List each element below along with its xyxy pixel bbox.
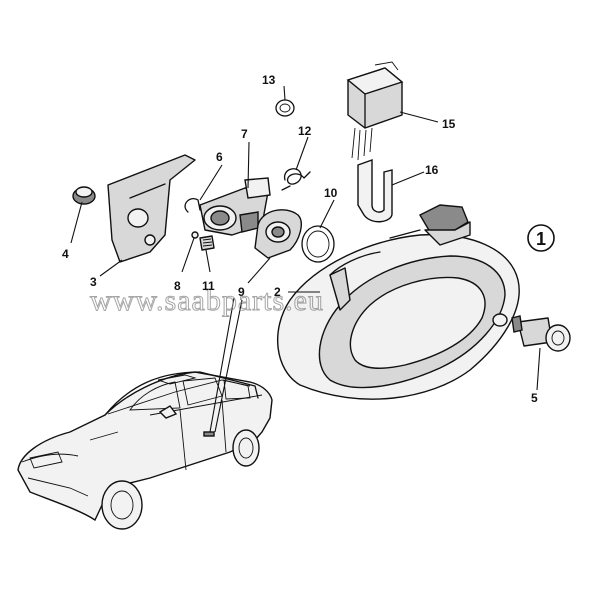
gasket-ring [301,225,335,263]
car-illustration [17,371,273,530]
callout-6: 6 [216,150,223,164]
outer-door-handle [277,204,520,400]
callout-12: 12 [298,124,312,138]
handle-housing [254,209,302,259]
callout-13: 13 [262,73,276,87]
switch-module [346,61,404,161]
callout-9: 9 [238,285,245,299]
torsion-spring [281,168,311,191]
callout-7: 7 [241,127,248,141]
callout-3: 3 [90,275,97,289]
callout-labels: 13 15 7 12 6 16 10 4 3 8 11 9 2 5 [62,73,538,405]
watermark-text: www.saabparts.eu [90,284,324,317]
callout-15: 15 [442,117,456,131]
pointer-line [214,299,243,433]
latch-mechanism [199,177,271,236]
spring-clip [184,198,201,213]
callout-2: 2 [274,285,281,299]
callout-8: 8 [174,279,181,293]
leader-lines [70,85,541,391]
callout-10: 10 [324,186,338,200]
callout-4: 4 [62,247,69,261]
small-spring [199,235,215,251]
o-ring [275,99,295,117]
rubber-bumper [72,186,96,205]
small-pin [191,231,199,239]
mounting-plate [107,154,196,263]
retaining-clip [357,159,393,223]
lock-cylinder [511,315,571,352]
callout-5: 5 [531,391,538,405]
callout-11: 11 [202,279,215,293]
callout-16: 16 [425,163,439,177]
pointer-line [209,297,235,433]
view-badge: 1 [527,224,555,252]
view-badge-number: 1 [536,229,546,249]
